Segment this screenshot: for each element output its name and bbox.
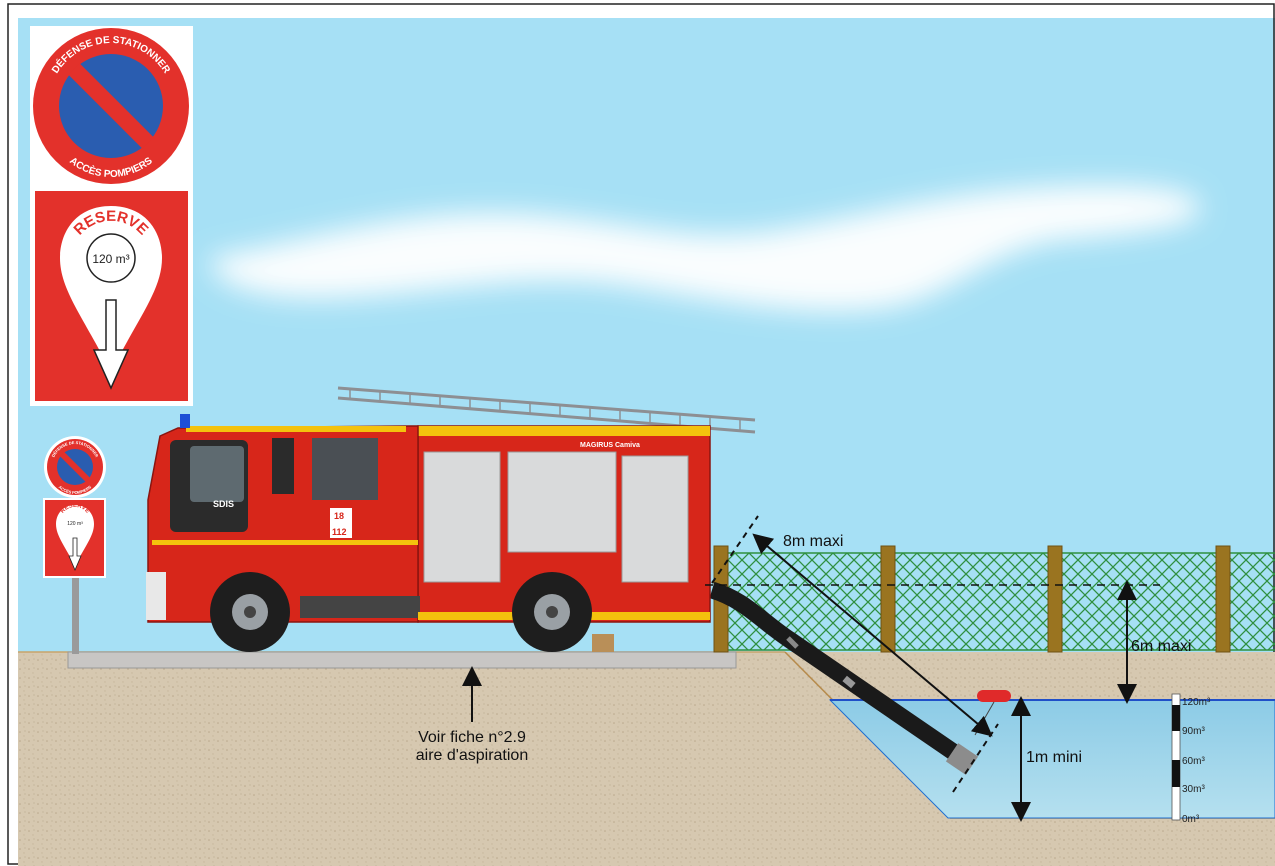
suction-area-platform bbox=[68, 652, 736, 668]
truck-brand: MAGIRUS Camiva bbox=[580, 442, 640, 449]
gauge-label: 30m³ bbox=[1182, 784, 1205, 795]
platform-note-line1: Voir fiche n°2.9 bbox=[418, 729, 526, 746]
no-parking-sign-large: DÉFENSE DE STATIONNER ACCÈS POMPIERS bbox=[30, 26, 193, 186]
door-number: 18 bbox=[334, 511, 344, 521]
fence-mesh bbox=[722, 553, 1275, 650]
gauge-label: 120m³ bbox=[1182, 697, 1211, 708]
gauge-label: 60m³ bbox=[1182, 756, 1205, 767]
reserve-sign-large: RESERVE 120 m³ bbox=[30, 186, 193, 406]
door-number: 112 bbox=[332, 527, 347, 537]
gauge-label: 90m³ bbox=[1182, 726, 1205, 737]
reserve-volume: 120 m³ bbox=[67, 521, 83, 527]
reserve-volume: 120 m³ bbox=[92, 252, 129, 266]
min-depth-label: 1m mini bbox=[1026, 749, 1082, 766]
hose-length-label: 8m maxi bbox=[783, 533, 843, 550]
fire-truck: SDIS 18 112 MAGIRUS Camiva bbox=[146, 388, 755, 652]
suction-height-label: 6m maxi bbox=[1131, 638, 1191, 655]
level-gauge bbox=[1172, 694, 1180, 820]
gauge-label: 0m³ bbox=[1182, 814, 1200, 825]
float-buoy bbox=[977, 690, 1011, 702]
platform-note-line2: aire d'aspiration bbox=[416, 747, 528, 764]
truck-badge: SDIS bbox=[213, 499, 234, 509]
